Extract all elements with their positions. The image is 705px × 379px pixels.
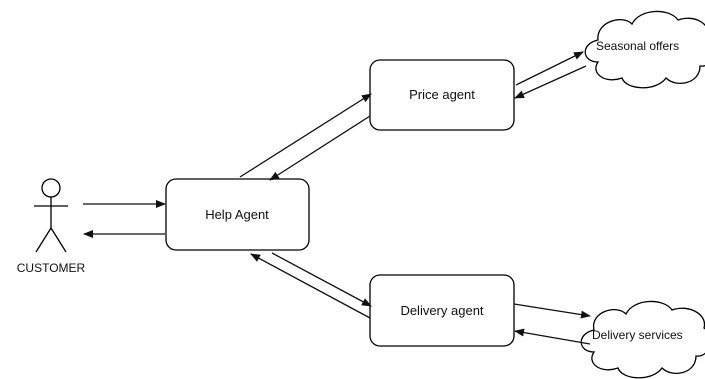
price-agent-label: Price agent — [409, 87, 475, 102]
services-to-delivery-arrow — [514, 328, 591, 345]
customer-label: CUSTOMER — [17, 261, 86, 275]
delivery-services-cloud — [580, 300, 705, 379]
delivery-to-help-arrow — [250, 253, 371, 319]
help-agent-label: Help Agent — [205, 207, 269, 222]
help-to-price-arrow — [239, 93, 372, 178]
customer-actor-icon — [34, 178, 68, 253]
help-to-delivery-arrow — [271, 252, 372, 307]
seasonal-offers-label: Seasonal offers — [596, 39, 679, 53]
price-to-seasonal-arrow — [515, 51, 584, 86]
delivery-services-label: Delivery services — [592, 328, 683, 342]
price-to-help-arrow — [269, 115, 371, 181]
delivery-to-services-arrow — [513, 303, 591, 319]
help-agent-node — [165, 178, 310, 251]
delivery-agent-label: Delivery agent — [400, 303, 483, 318]
seasonal-offers-cloud — [584, 10, 705, 89]
seasonal-to-price-arrow — [514, 65, 587, 99]
delivery-agent-node — [369, 274, 515, 347]
